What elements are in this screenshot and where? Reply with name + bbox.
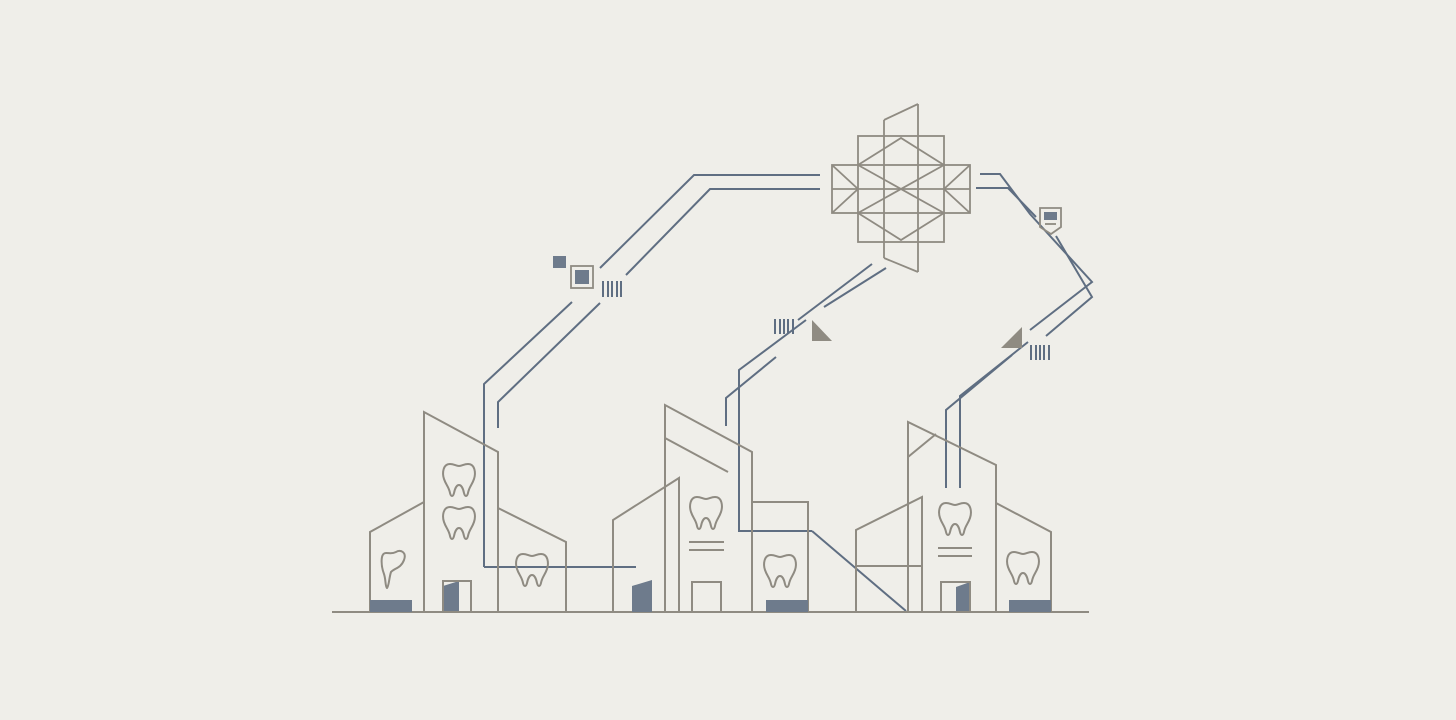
link-left-inner	[497, 302, 601, 428]
link-middle-inner	[738, 319, 812, 532]
link-left-outer	[483, 301, 573, 567]
network-connections	[483, 173, 1094, 612]
tooth-icon	[1006, 551, 1040, 585]
triangle-flag-icon	[1001, 327, 1022, 348]
central-hub-lattice-icon	[831, 103, 971, 273]
link-right-outer-upper	[980, 173, 1094, 331]
door	[956, 582, 970, 612]
window	[766, 600, 808, 612]
barcode-icon	[1030, 345, 1050, 360]
barcode-icon	[602, 281, 622, 297]
tooth-icon	[763, 554, 797, 588]
link-right-outer	[945, 354, 1013, 488]
tooth-icon	[515, 553, 549, 587]
link-middle-diagonal	[811, 530, 907, 612]
data-packets	[553, 207, 1062, 360]
dental-clinic-right	[855, 420, 1052, 613]
tooth-icon	[442, 506, 476, 540]
tooth-icon	[380, 549, 406, 589]
door	[443, 581, 459, 612]
link-middle-outer	[725, 356, 777, 426]
barcode-icon	[774, 319, 794, 334]
triangle-flag-icon	[812, 320, 832, 341]
door	[632, 580, 652, 612]
tooth-icon	[689, 496, 723, 530]
link-right-inner-upper	[1045, 235, 1094, 337]
framed-square-icon	[570, 265, 594, 289]
document-pin-icon	[1039, 207, 1062, 236]
link-middle-inner-upper	[823, 267, 887, 308]
tooth-icon	[938, 502, 972, 536]
dental-clinic-middle	[612, 403, 809, 613]
link-right-inner	[959, 341, 1029, 488]
dental-clinic-left	[369, 410, 567, 613]
window	[370, 600, 412, 612]
door-frame	[442, 580, 472, 613]
link-left-outer-upper	[599, 174, 820, 269]
door-frame	[940, 581, 971, 613]
door-frame	[691, 581, 722, 613]
link-right-inner-top	[976, 187, 1037, 218]
link-middle-outer-upper	[797, 263, 873, 321]
window	[1009, 600, 1051, 612]
link-left-inner-upper	[625, 188, 820, 276]
small-square-icon	[553, 256, 566, 268]
tooth-icon	[442, 463, 476, 497]
